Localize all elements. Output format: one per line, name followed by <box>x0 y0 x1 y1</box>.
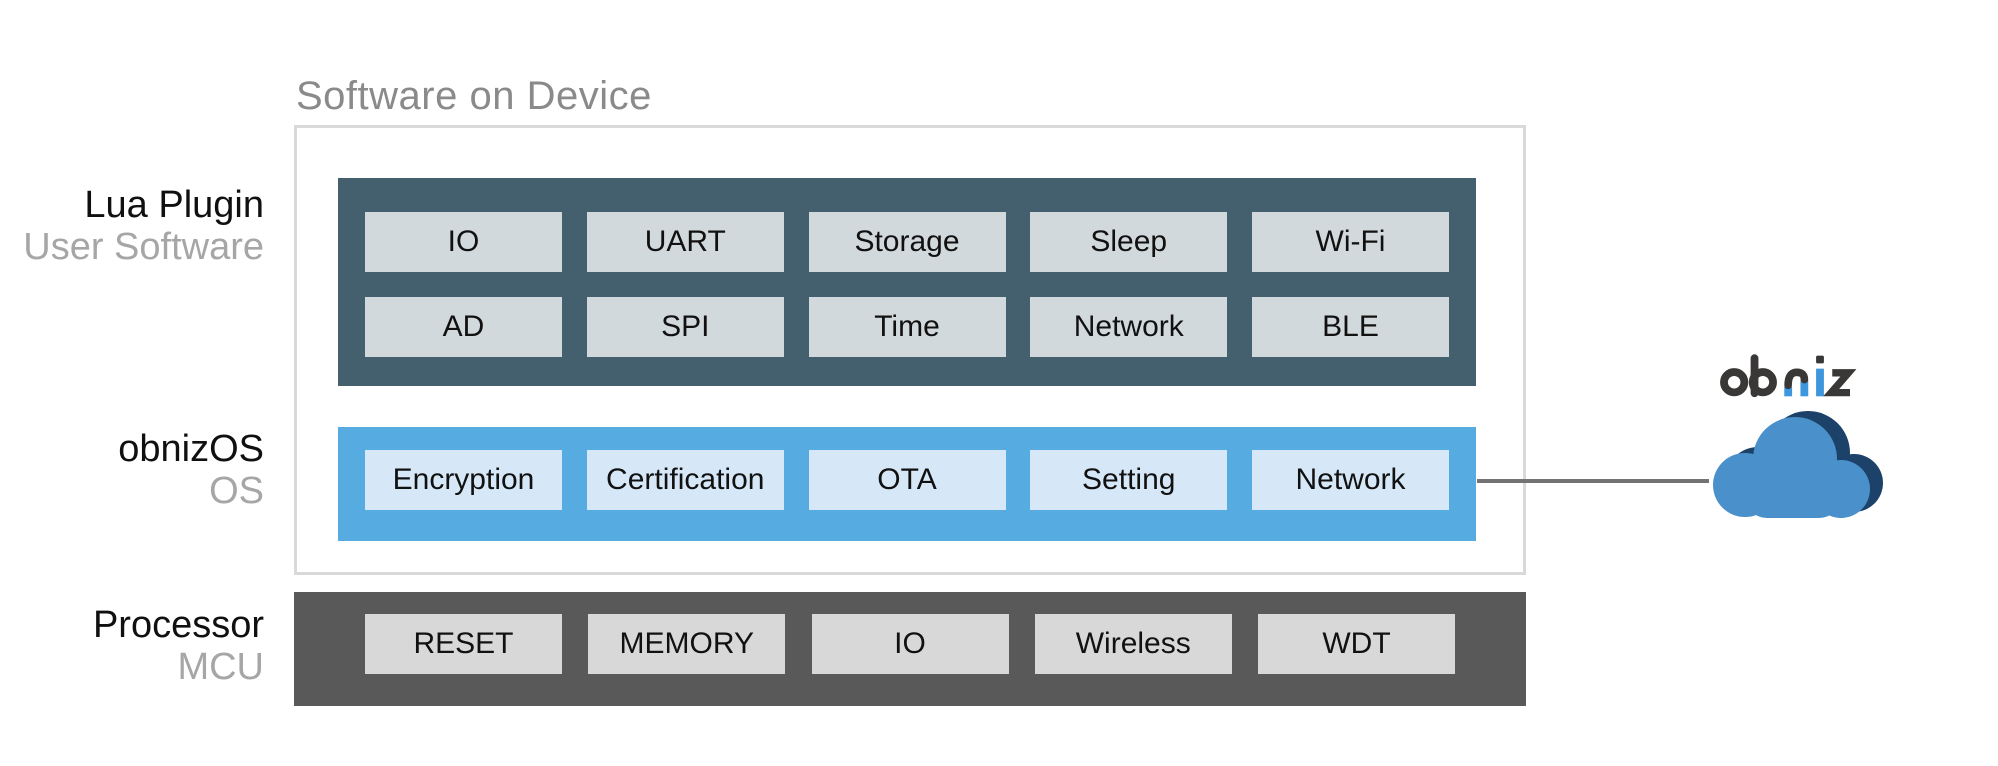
obniz-cloud-icon <box>1701 407 1893 527</box>
chip-time: Time <box>808 297 1006 357</box>
chip-ble: BLE <box>1252 297 1449 357</box>
chip-spi: SPI <box>586 297 784 357</box>
label-user-software-sub: User Software <box>23 226 264 268</box>
label-obnizos-main: obnizOS <box>118 428 264 470</box>
chip-setting: Setting <box>1030 450 1228 510</box>
chip-proc-io: IO <box>811 614 1009 674</box>
user-software-row-2: AD SPI Time Network BLE <box>338 297 1476 357</box>
chip-encryption: Encryption <box>365 450 562 510</box>
label-processor: Processor MCU <box>0 604 264 688</box>
chip-storage: Storage <box>808 212 1006 272</box>
chip-reset: RESET <box>365 614 562 674</box>
label-processor-main: Processor <box>92 604 264 646</box>
label-lua-plugin: Lua Plugin <box>84 184 264 226</box>
cloud-connector-line <box>1477 479 1709 483</box>
label-mcu-sub: MCU <box>177 646 264 688</box>
chip-wifi: Wi-Fi <box>1252 212 1449 272</box>
chip-ad: AD <box>365 297 562 357</box>
label-user-software: Lua Plugin User Software <box>0 184 264 268</box>
obnizos-row: Encryption Certification OTA Setting Net… <box>338 450 1476 510</box>
chip-network: Network <box>1030 297 1228 357</box>
chip-wdt: WDT <box>1258 614 1455 674</box>
chip-ota: OTA <box>808 450 1006 510</box>
processor-layer: RESET MEMORY IO Wireless WDT <box>294 592 1526 706</box>
chip-io: IO <box>365 212 562 272</box>
obnizos-layer: Encryption Certification OTA Setting Net… <box>338 427 1476 541</box>
chip-wireless: Wireless <box>1034 614 1232 674</box>
chip-certification: Certification <box>586 450 784 510</box>
chip-sleep: Sleep <box>1030 212 1228 272</box>
cloud-svg <box>1713 411 1883 518</box>
obniz-logo-svg <box>1720 354 1857 398</box>
label-obnizos: obnizOS OS <box>0 428 264 512</box>
chip-os-network: Network <box>1252 450 1449 510</box>
processor-row: RESET MEMORY IO Wireless WDT <box>294 614 1526 674</box>
user-software-layer: IO UART Storage Sleep Wi-Fi AD SPI Time … <box>338 178 1476 386</box>
diagram-title: Software on Device <box>296 74 652 118</box>
label-os-sub: OS <box>209 470 264 512</box>
chip-memory: MEMORY <box>588 614 786 674</box>
obniz-logo <box>1716 353 1864 401</box>
chip-uart: UART <box>586 212 784 272</box>
user-software-row-1: IO UART Storage Sleep Wi-Fi <box>338 212 1476 272</box>
